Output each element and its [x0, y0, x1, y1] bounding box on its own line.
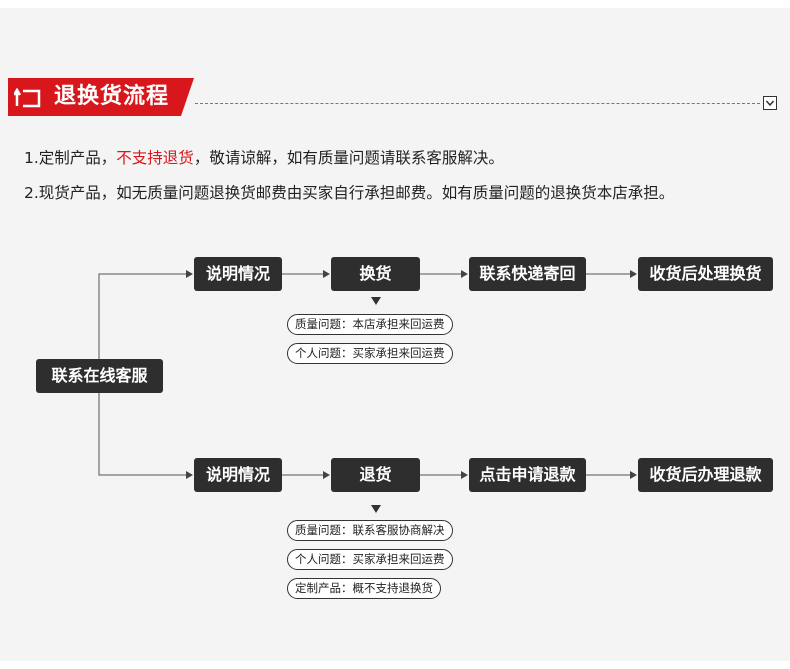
chevron-down-icon[interactable] — [763, 96, 777, 110]
return-arrow-icon — [14, 88, 41, 108]
refund-note-2: 个人问题：买家承担来回运费 — [287, 549, 453, 570]
arrow-head — [461, 471, 468, 479]
arrow-head — [323, 471, 330, 479]
connector-start-refund — [98, 391, 188, 476]
exchange-step-2: 换货 — [331, 257, 420, 291]
policy-line-1: 1.定制产品，不支持退货，敬请谅解，如有质量问题请联系客服解决。 — [24, 147, 504, 169]
arrow-head — [186, 471, 193, 479]
arrow-head — [186, 270, 193, 278]
arrow-head — [461, 270, 468, 278]
exchange-note-2: 个人问题：买家承担来回运费 — [287, 343, 453, 364]
section-title: 退换货流程 — [54, 84, 170, 109]
arrow-head — [630, 471, 637, 479]
policy-line-1-highlight: 不支持退货 — [116, 149, 194, 167]
arrow-head — [630, 270, 637, 278]
header-divider — [195, 103, 760, 104]
policy-line-2: 2.现货产品，如无质量问题退换货邮费由买家自行承担邮费。如有质量问题的退换货本店… — [24, 184, 675, 202]
refund-step-2: 退货 — [331, 458, 420, 492]
exchange-step-3: 联系快递寄回 — [469, 257, 586, 291]
exchange-step-4: 收货后处理换货 — [638, 257, 773, 291]
refund-step-1: 说明情况 — [194, 458, 282, 492]
policy-line-1-prefix: 1.定制产品， — [24, 149, 117, 167]
flow-start-node: 联系在线客服 — [36, 359, 163, 393]
refund-step-4: 收货后办理退款 — [638, 458, 773, 492]
refund-note-1: 质量问题：联系客服协商解决 — [287, 520, 453, 541]
connector-start-exchange — [98, 273, 188, 359]
arrow-head — [323, 270, 330, 278]
down-arrow-icon — [371, 505, 381, 513]
down-arrow-icon — [371, 297, 381, 305]
policy-line-1-suffix: ，敬请谅解，如有质量问题请联系客服解决。 — [193, 149, 504, 167]
refund-note-3: 定制产品：概不支持退换货 — [287, 578, 441, 599]
exchange-step-1: 说明情况 — [194, 257, 282, 291]
exchange-note-1: 质量问题：本店承担来回运费 — [287, 314, 453, 335]
refund-step-3: 点击申请退款 — [469, 458, 586, 492]
